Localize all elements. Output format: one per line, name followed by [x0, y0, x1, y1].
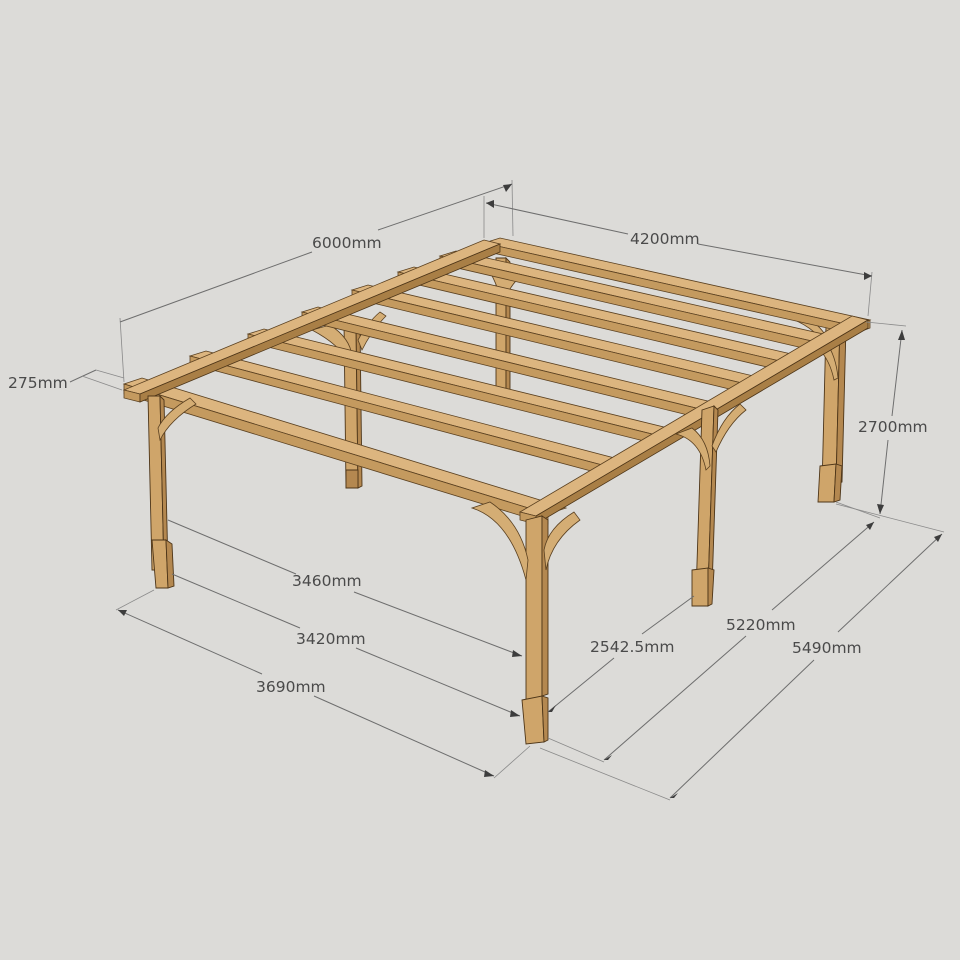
dim-label-height: 2700mm — [858, 418, 928, 436]
brace-front-left — [157, 397, 197, 442]
brace-front-right-left — [470, 501, 529, 581]
post-middle-right — [691, 404, 719, 607]
pergola-structure — [122, 237, 872, 745]
beam-left — [122, 239, 502, 403]
brace-middle-right — [674, 427, 711, 471]
dim-label-post-spacing-side: 2542.5mm — [590, 638, 674, 656]
dim-label-post-span-front-outer: 3420mm — [296, 630, 366, 648]
dim-label-side-posts-outer: 5220mm — [726, 616, 796, 634]
rafters — [122, 237, 872, 525]
dimension-lines — [69, 179, 945, 801]
dim-label-side-total: 5490mm — [792, 639, 862, 657]
dim-label-front-total: 3690mm — [256, 678, 326, 696]
brace-front-right-right — [543, 511, 581, 571]
dim-label-post-span-front-inner: 3460mm — [292, 572, 362, 590]
dim-label-overall-width: 4200mm — [630, 230, 700, 248]
dim-label-overhang: 275mm — [8, 374, 68, 392]
dim-label-overall-length: 6000mm — [312, 234, 382, 252]
